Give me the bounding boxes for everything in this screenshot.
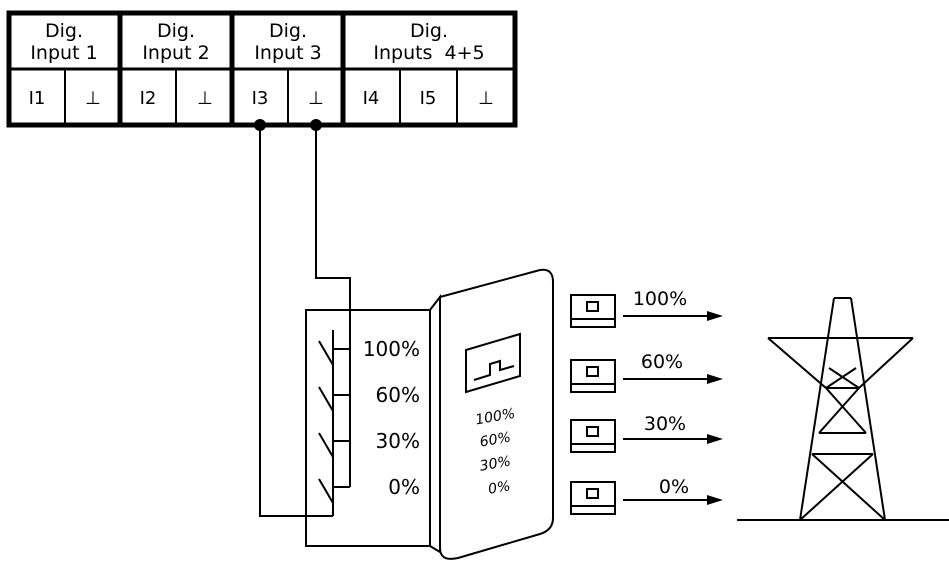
- switch-label-60: 60%: [376, 383, 420, 407]
- switch-label-0: 0%: [388, 475, 420, 499]
- switch-label-100: 100%: [363, 337, 420, 361]
- output-label-60: 60%: [641, 351, 683, 373]
- terminal-ground-3: ⊥: [308, 88, 324, 109]
- group-header-dig-input-1-line1: Dig.: [45, 20, 83, 42]
- group-header-dig-input-1-line2: Input 1: [30, 42, 97, 64]
- output-label-0: 0%: [659, 476, 689, 498]
- receiver-side-face: [429, 294, 441, 554]
- group-header-dig-input-2-line2: Input 2: [142, 42, 209, 64]
- terminal-i3: I3: [252, 88, 269, 109]
- relay-contact-30: [318, 432, 350, 458]
- transmission-tower-icon: [737, 297, 949, 521]
- switch-label-30: 30%: [376, 429, 420, 453]
- group-header-dig-input-3-line2: Input 3: [254, 42, 321, 64]
- group-header-dig-input-3-line1: Dig.: [269, 20, 307, 42]
- receiver-label-0: 0%: [487, 478, 512, 498]
- output-relays: 100% 60% 30% 0%: [570, 288, 723, 515]
- group-header-dig-inputs-4-5-line1: Dig.: [410, 20, 448, 42]
- wiring: [254, 119, 351, 517]
- output-label-100: 100%: [633, 288, 687, 310]
- receiver-device: 100% 60% 30% 0%: [429, 268, 554, 560]
- terminal-ground-4-5: ⊥: [478, 88, 494, 109]
- output-relay-0: 0%: [570, 476, 723, 515]
- terminal-i1: I1: [29, 88, 46, 109]
- terminal-i4: I4: [363, 88, 380, 109]
- group-header-dig-input-2-line1: Dig.: [157, 20, 195, 42]
- relay-contact-60: [318, 386, 350, 412]
- switch-panel: 100% 60% 30% 0%: [305, 309, 430, 547]
- output-relay-100: 100%: [570, 288, 723, 328]
- relay-contact-0: [318, 478, 350, 504]
- relay-contact-100: [318, 340, 350, 366]
- terminal-i2: I2: [140, 88, 157, 109]
- wire-ground-3: [315, 125, 351, 487]
- terminal-block: Dig. Input 1 Dig. Input 2 Dig. Input 3 D…: [6, 10, 518, 128]
- receiver-label-60: 60%: [479, 429, 512, 450]
- terminal-i5: I5: [420, 88, 437, 109]
- step-signal-icon: [473, 359, 515, 381]
- receiver-label-30: 30%: [479, 453, 512, 474]
- receiver-front-face: [439, 268, 554, 560]
- switch-panel-outline: [305, 309, 430, 547]
- terminal-ground-1: ⊥: [85, 88, 101, 109]
- wire-i3: [259, 125, 333, 517]
- receiver-label-100: 100%: [474, 406, 516, 429]
- output-relay-60: 60%: [570, 351, 723, 393]
- output-relay-30: 30%: [570, 413, 723, 453]
- terminal-ground-2: ⊥: [197, 88, 213, 109]
- output-label-30: 30%: [644, 413, 686, 435]
- group-header-dig-inputs-4-5-line2: Inputs 4+5: [373, 42, 484, 64]
